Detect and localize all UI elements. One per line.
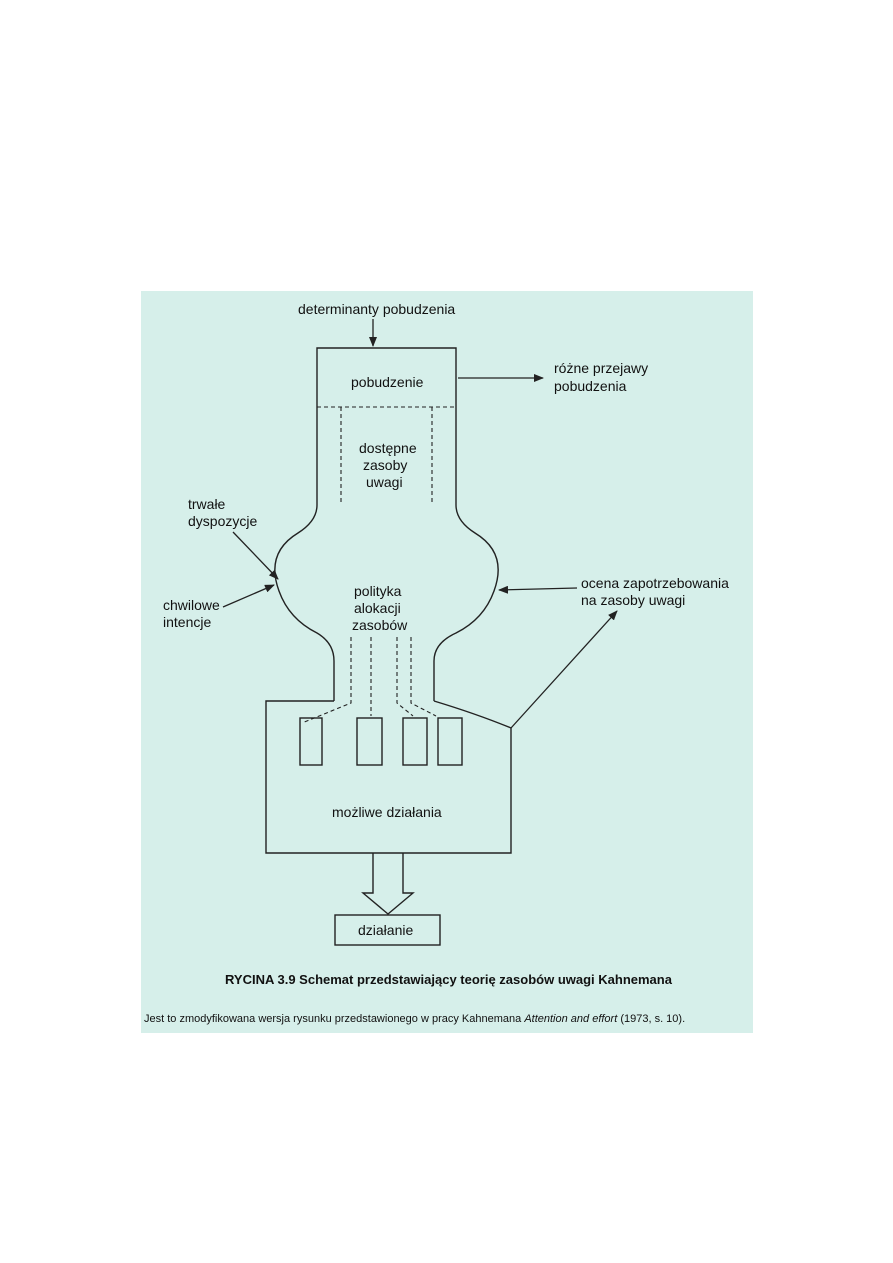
figure-source-note: Jest to zmodyfikowana wersja rysunku prz…	[144, 1013, 685, 1025]
source-note-suffix: (1973, s. 10).	[617, 1013, 685, 1025]
momentary-arrow	[222, 584, 275, 608]
action-label: działanie	[358, 922, 413, 938]
figure-caption: RYCINA 3.9 Schemat przedstawiający teori…	[225, 972, 673, 987]
enduring-arrow	[232, 531, 279, 580]
manifestations-label-2: pobudzenia	[554, 378, 627, 394]
manifestations-label-1: różne przejawy	[554, 360, 648, 376]
available-label-3: uwagi	[366, 474, 403, 490]
available-label-2: zasoby	[363, 457, 407, 473]
enduring-label-2: dyspozycje	[188, 513, 257, 529]
action-slot-4	[437, 717, 463, 766]
evaluation-label-2: na zasoby uwagi	[581, 592, 685, 608]
allocation-line-1	[301, 637, 352, 724]
possible-actions-label: możliwe działania	[332, 804, 442, 820]
allocation-line-4	[410, 637, 437, 717]
action-slot-2	[356, 717, 383, 766]
arousal-box	[316, 347, 457, 505]
evaluation-label-1: ocena zapotrzebowania	[581, 575, 729, 591]
evaluation-in-arrow	[498, 585, 578, 594]
action-slot-3	[402, 717, 428, 766]
allocation-line-3	[396, 637, 414, 717]
available-label-1: dostępne	[359, 440, 417, 456]
policy-label-2: alokacji	[354, 600, 401, 616]
source-note-title: Attention and effort	[523, 1013, 618, 1025]
output-arrow	[361, 853, 415, 915]
policy-label-1: polityka	[354, 583, 402, 599]
momentary-label-2: intencje	[163, 614, 211, 630]
evaluation-out-arrow	[510, 610, 618, 729]
enduring-label-1: trwałe	[188, 496, 226, 512]
action-slot-1	[299, 717, 323, 766]
possible-actions-box	[265, 700, 512, 854]
policy-label-3: zasobów	[352, 617, 408, 633]
determinants-label: determinanty pobudzenia	[298, 301, 455, 317]
source-note-prefix: Jest to zmodyfikowana wersja rysunku prz…	[144, 1013, 524, 1025]
action-box	[334, 914, 441, 946]
arousal-label: pobudzenie	[351, 374, 424, 390]
momentary-label-1: chwilowe	[163, 597, 220, 613]
scanned-page: determinanty pobudzenia pobudzenie dostę…	[141, 291, 753, 1033]
bulb-right-edge	[433, 504, 499, 701]
bulb-left-edge	[274, 504, 335, 701]
attention-model-diagram: determinanty pobudzenia pobudzenie dostę…	[144, 301, 729, 1025]
